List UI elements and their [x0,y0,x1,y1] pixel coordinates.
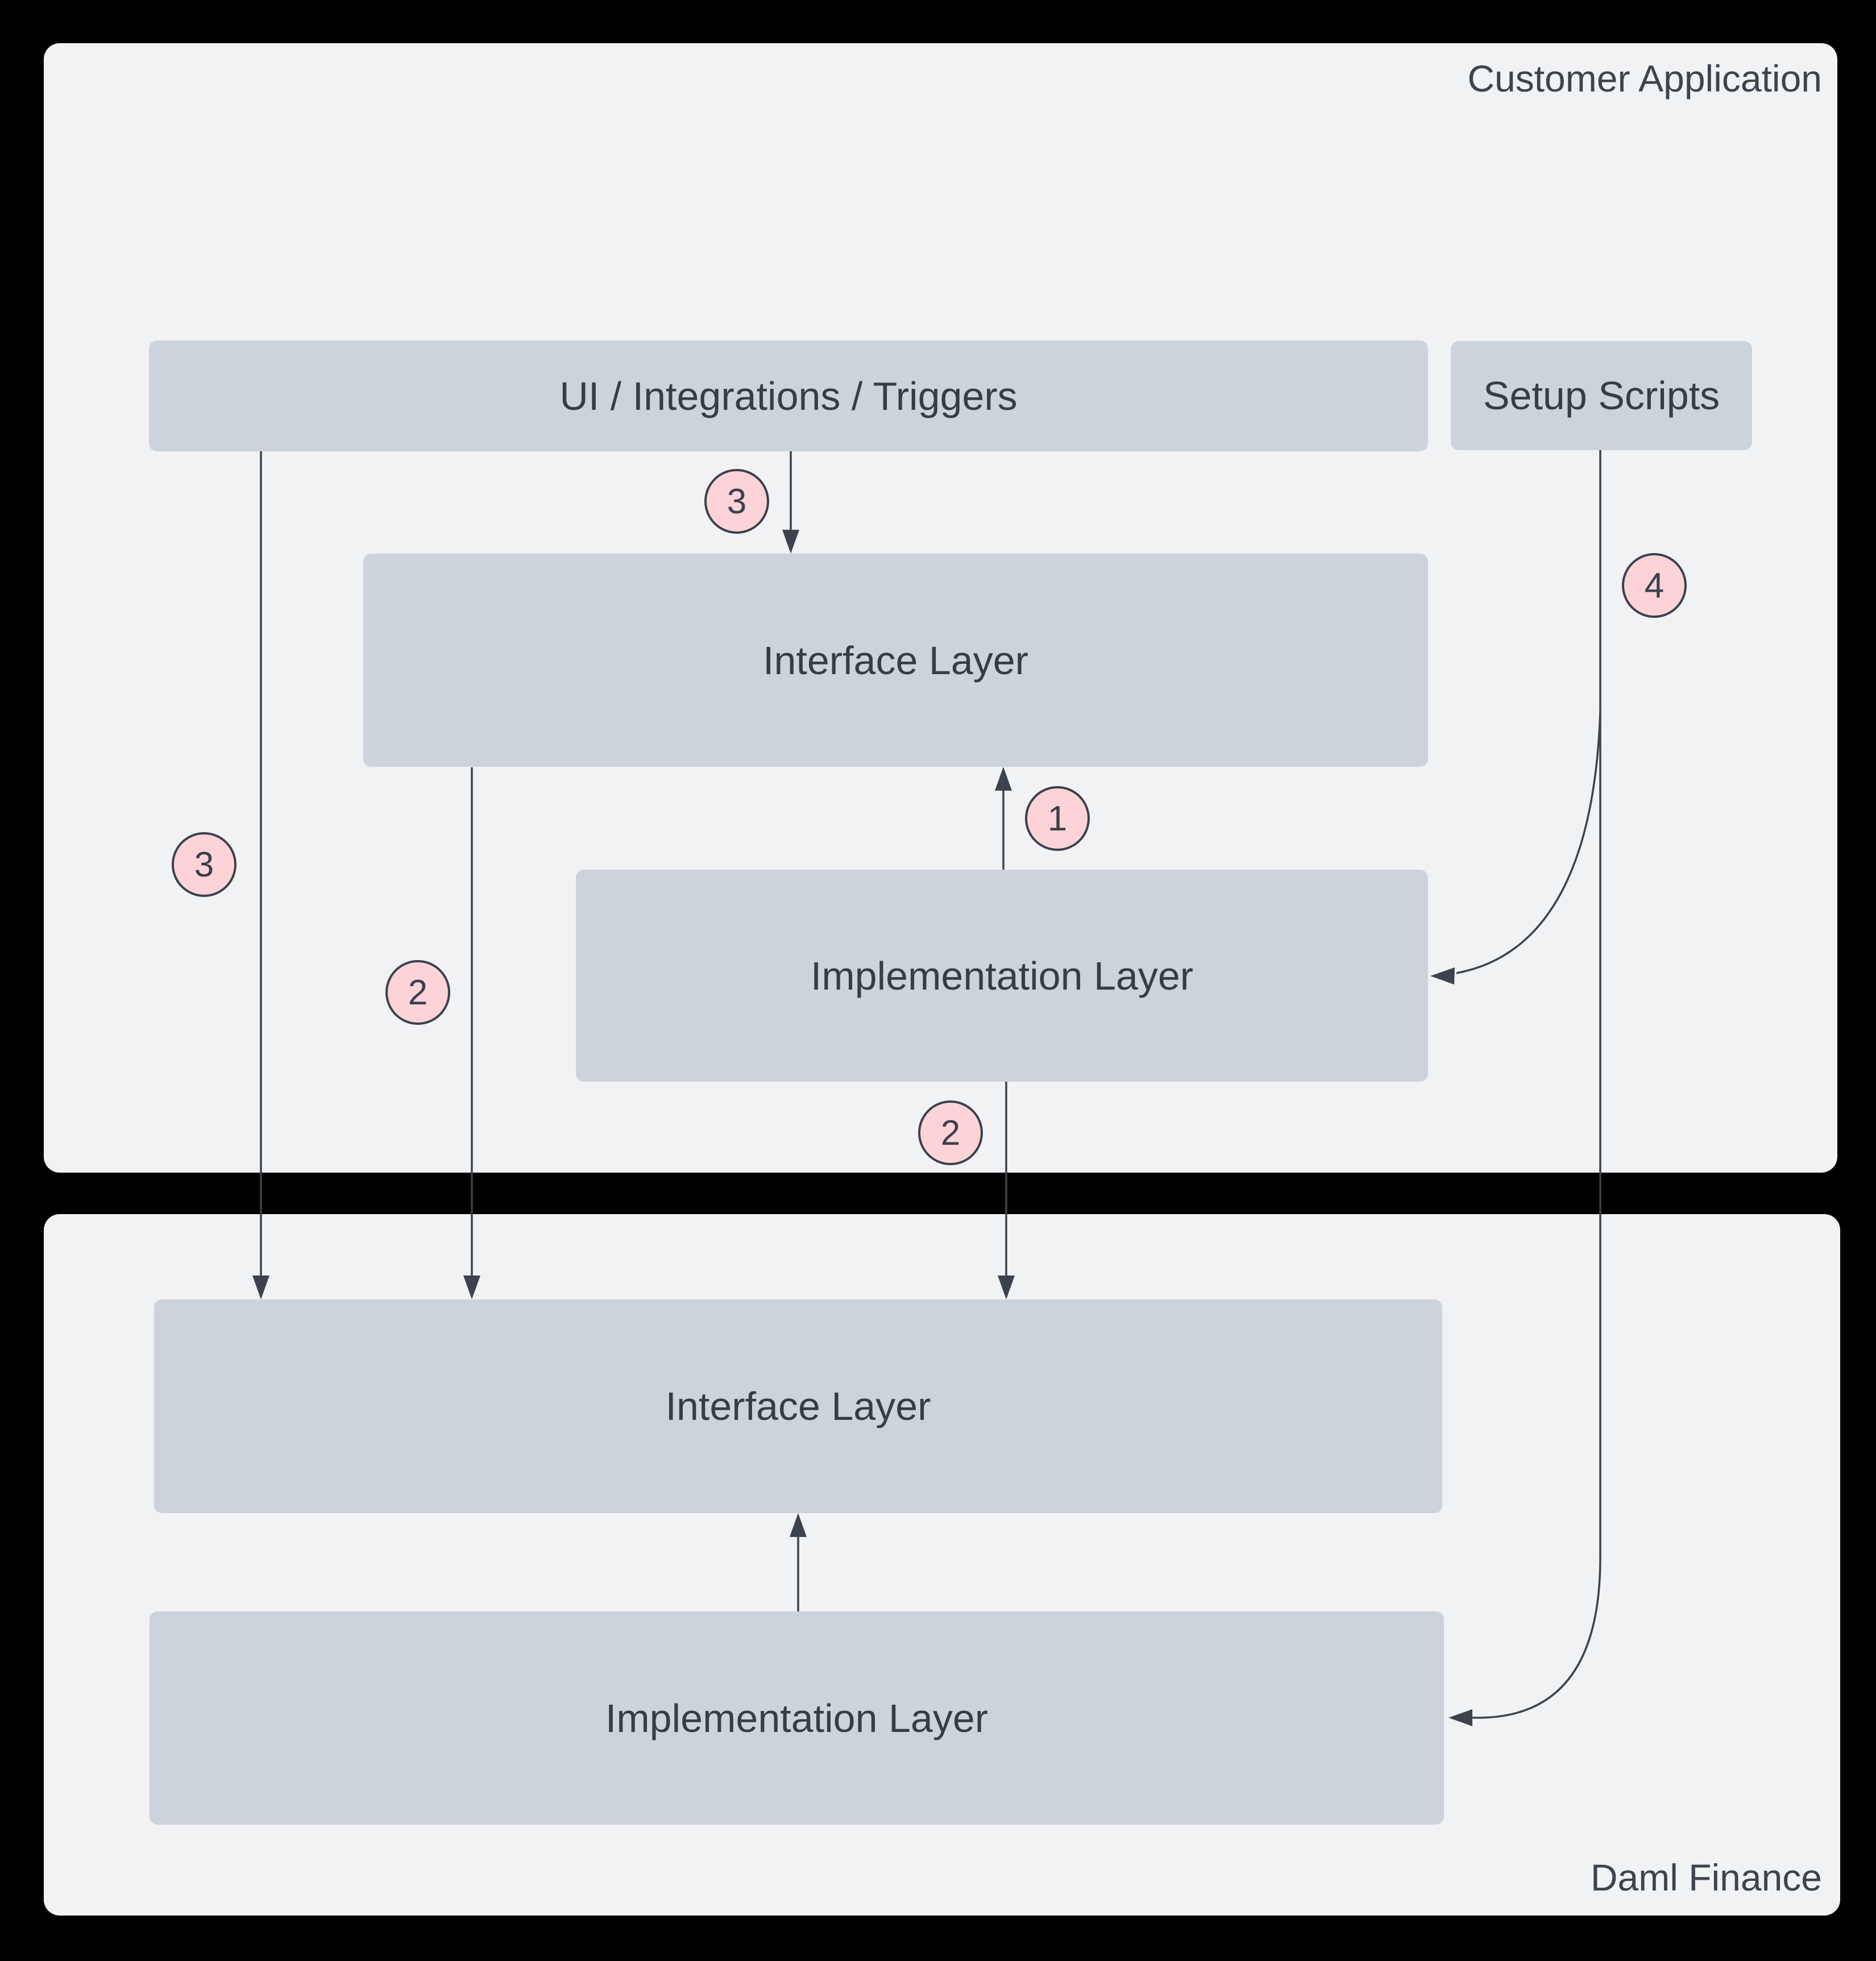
box-setup-scripts: Setup Scripts [1451,341,1752,450]
step-badge-3-left-value: 3 [194,845,214,884]
box-ui-integrations-triggers: UI / Integrations / Triggers [149,340,1428,451]
box-app-implementation-layer-label: Implementation Layer [810,953,1194,998]
step-badge-2-middle: 2 [918,1100,983,1165]
box-finance-implementation-layer: Implementation Layer [150,1611,1444,1825]
step-badge-4: 4 [1622,553,1687,618]
box-app-interface-layer: Interface Layer [363,554,1428,767]
daml-finance-label: Daml Finance [1590,1856,1822,1898]
box-finance-implementation-layer-label: Implementation Layer [605,1696,989,1740]
customer-application-label: Customer Application [1467,57,1822,99]
step-badge-3-top: 3 [704,469,769,534]
box-app-implementation-layer: Implementation Layer [576,870,1428,1082]
step-badge-3-left: 3 [172,832,236,897]
box-setup-scripts-label: Setup Scripts [1483,373,1720,418]
box-ui-integrations-triggers-label: UI / Integrations / Triggers [559,373,1018,418]
step-badge-2-left: 2 [385,960,450,1025]
step-badge-1-value: 1 [1047,799,1068,838]
step-badge-2-middle-value: 2 [940,1113,961,1153]
box-finance-interface-layer: Interface Layer [154,1299,1442,1513]
step-badge-2-left-value: 2 [408,973,428,1012]
step-badge-3-top-value: 3 [727,481,747,521]
box-finance-interface-layer-label: Interface Layer [665,1384,931,1428]
step-badge-4-value: 4 [1644,566,1665,605]
step-badge-1: 1 [1025,786,1090,851]
box-app-interface-layer-label: Interface Layer [763,638,1028,683]
